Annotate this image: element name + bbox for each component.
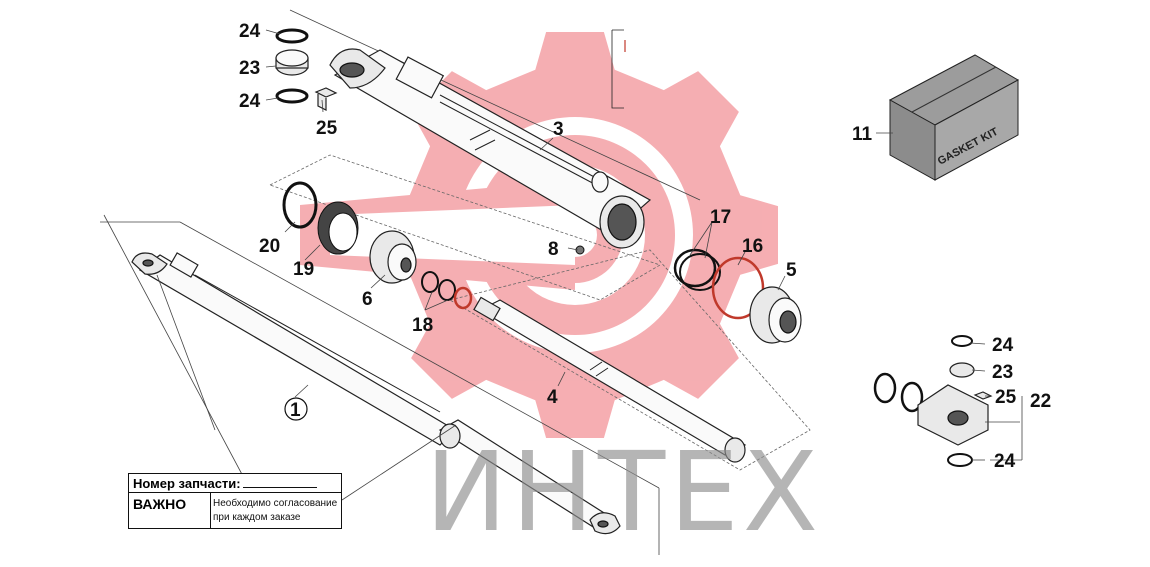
assembly-line <box>289 9 701 201</box>
part-complete-cylinder <box>131 252 621 535</box>
callout-8: 8 <box>548 239 559 260</box>
callout-4: 4 <box>547 387 558 408</box>
company-watermark: ИНТЕХ <box>425 428 822 556</box>
gasket-kit-box: GASKET KIT <box>888 54 1020 181</box>
part-order-info-box: Номер запчасти: ВАЖНО Необходимо согласо… <box>128 473 342 529</box>
callout-23-top: 23 <box>239 58 260 79</box>
part-seals-left-row <box>282 181 585 310</box>
part-number-row: Номер запчасти: <box>129 474 341 493</box>
part-number-label: Номер запчасти: <box>133 476 241 491</box>
part-cylinder-barrel <box>329 48 652 249</box>
callout-5: 5 <box>786 260 797 281</box>
callout-24-top-lower: 24 <box>239 91 261 112</box>
callout-25-top: 25 <box>316 118 338 139</box>
callout-18: 18 <box>412 315 433 336</box>
part-piston-rod <box>473 296 747 463</box>
callout-6: 6 <box>362 289 373 310</box>
callout-24-top: 24 <box>239 21 261 42</box>
part-number-blank <box>242 475 317 488</box>
callout-11: 11 <box>852 124 873 145</box>
callout-22: 22 <box>1030 391 1051 412</box>
callout-3: 3 <box>553 119 564 140</box>
callout-23-right: 23 <box>992 362 1013 383</box>
important-note: Необходимо согласование при каждом заказ… <box>213 498 338 523</box>
callout-1: 1 <box>290 400 301 421</box>
assembly-frame-upper <box>268 154 661 301</box>
callout-1-circle <box>284 397 308 421</box>
assembly-frame-lower <box>448 249 811 471</box>
callout-24-right-bottom: 24 <box>994 451 1016 472</box>
part-rod-end-assembly <box>873 335 993 467</box>
callout-20: 20 <box>259 236 280 257</box>
callout-17: 17 <box>710 207 731 228</box>
callout-16: 16 <box>742 236 763 257</box>
part-seals-right-row <box>673 248 802 344</box>
important-label: ВАЖНО <box>129 493 211 528</box>
callout-24-right: 24 <box>992 335 1014 356</box>
part-bushing-set-top <box>275 28 338 111</box>
callout-19: 19 <box>293 259 314 280</box>
callout-25-right: 25 <box>995 387 1017 408</box>
leader-lines <box>100 29 1023 555</box>
